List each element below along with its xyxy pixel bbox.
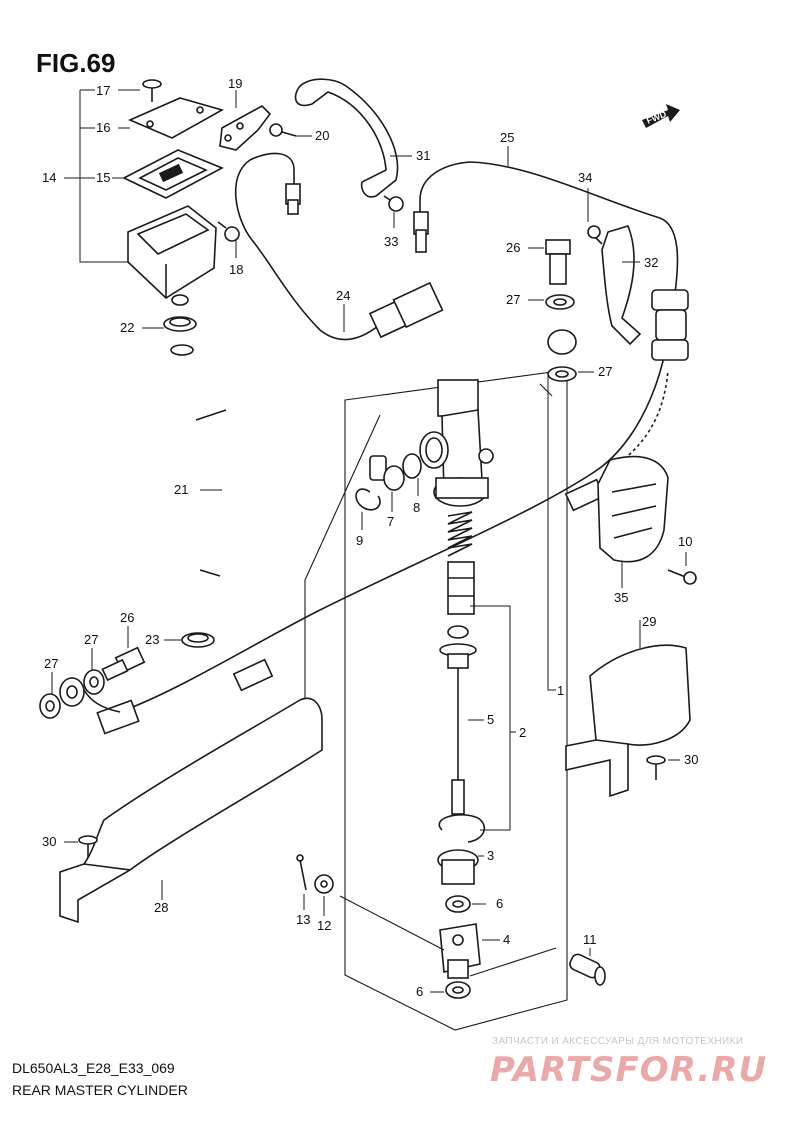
callout-26-lower: 26 (120, 610, 134, 625)
callout-2: 2 (519, 725, 526, 740)
callout-30-left: 30 (42, 834, 56, 849)
callout-16: 16 (96, 120, 110, 135)
hose-guard (597, 455, 669, 588)
callout-24: 24 (336, 288, 350, 303)
washer-lower-a (83, 648, 105, 695)
guard-bolt (667, 552, 697, 585)
reservoir-cap (118, 97, 225, 139)
brake-hose-25 (413, 146, 679, 301)
rod-boot (437, 849, 484, 885)
callout-11: 11 (583, 932, 597, 947)
cover-screw-right (646, 755, 680, 780)
watermark-logo: PARTSFOR.RU (490, 1050, 768, 1090)
callout-30-right: 30 (684, 752, 698, 767)
callout-13: 13 (296, 912, 310, 927)
union-bolt-lower (101, 626, 146, 682)
callout-27-upper-b: 27 (598, 364, 612, 379)
bracket-bolt-33 (383, 195, 404, 228)
bracket-bolt-34 (587, 188, 603, 245)
watermark-tagline: ЗАПЧАСТИ И АКСЕССУАРЫ ДЛЯ МОТОТЕХНИКИ (492, 1036, 744, 1047)
callout-15: 15 (96, 170, 110, 185)
hose-clamp-lower (164, 632, 215, 648)
callout-18: 18 (229, 262, 243, 277)
callout-12: 12 (317, 918, 331, 933)
brake-hose-24 (234, 152, 444, 341)
union-bolt-upper (528, 239, 571, 285)
callout-20: 20 (315, 128, 329, 143)
master-cylinder-body (419, 379, 494, 507)
nut-lower (430, 981, 471, 999)
washer-pin (314, 874, 334, 916)
hose-clamp-bracket (601, 225, 642, 346)
banjo-fitting-lower (59, 677, 85, 707)
side-cover-left (59, 697, 323, 924)
hose-clamp-upper (142, 316, 197, 332)
callout-17: 17 (96, 83, 110, 98)
hose-guide-bracket (294, 78, 412, 198)
reservoir-bolt (217, 221, 240, 258)
washer-lower-b (39, 672, 61, 719)
callout-31: 31 (416, 148, 430, 163)
callout-6-lower: 6 (416, 984, 423, 999)
reservoir-bracket (219, 90, 272, 151)
callout-4: 4 (503, 932, 510, 947)
cover-screw-left (64, 835, 98, 858)
callout-6-upper: 6 (496, 896, 503, 911)
callout-27-upper-a: 27 (506, 292, 520, 307)
clevis-pin (569, 948, 606, 986)
piston-spring (447, 511, 473, 557)
figure-title: FIG.69 (36, 48, 116, 78)
bracket-bolt (269, 123, 312, 137)
reservoir-hose (170, 344, 243, 621)
callout-26-upper: 26 (506, 240, 520, 255)
piston (447, 561, 475, 615)
o-ring (402, 453, 422, 496)
callout-5: 5 (487, 712, 494, 727)
callout-23: 23 (145, 632, 159, 647)
svg-text:FWD: FWD (645, 109, 668, 126)
callout-27-lower-b: 27 (44, 656, 58, 671)
callout-19: 19 (228, 76, 242, 91)
callout-10: 10 (678, 534, 692, 549)
reservoir-diaphragm (112, 149, 224, 199)
callout-1: 1 (557, 683, 564, 698)
circlip-rod (438, 814, 486, 843)
callout-28: 28 (154, 900, 168, 915)
callout-22: 22 (120, 320, 134, 335)
callout-32: 32 (644, 255, 658, 270)
callout-9: 9 (356, 533, 363, 548)
reservoir-cap-screw (118, 79, 162, 102)
hose-connector (369, 455, 405, 512)
cotter-pin (296, 854, 307, 910)
callout-27-lower-a: 27 (84, 632, 98, 647)
callout-3: 3 (487, 848, 494, 863)
banjo-fitting-upper (438, 271, 577, 355)
sub-assembly-frame (304, 414, 381, 715)
circlip-connector (355, 488, 381, 530)
push-rod (439, 625, 484, 815)
clevis (439, 923, 500, 979)
figure-name-label: REAR MASTER CYLINDER (12, 1082, 188, 1098)
model-code-label: DL650AL3_E28_E33_069 (12, 1060, 175, 1076)
callout-34: 34 (578, 170, 592, 185)
callout-33: 33 (384, 234, 398, 249)
callout-21: 21 (174, 482, 188, 497)
callout-25: 25 (500, 130, 514, 145)
brake-line-lower (83, 289, 689, 735)
washer-upper-a (528, 294, 575, 310)
callout-8: 8 (413, 500, 420, 515)
callout-7: 7 (387, 514, 394, 529)
side-cover-right (565, 620, 691, 798)
reservoir-body (127, 205, 217, 306)
callout-29: 29 (642, 614, 656, 629)
assembly-frame (344, 369, 568, 1031)
callout-labels: 1 2 3 4 5 6 6 7 8 9 10 11 12 13 14 15 16… (42, 76, 698, 999)
callout-14: 14 (42, 170, 56, 185)
nut-upper (445, 895, 486, 913)
fwd-arrow-icon: FWD (642, 104, 680, 128)
callout-35: 35 (614, 590, 628, 605)
